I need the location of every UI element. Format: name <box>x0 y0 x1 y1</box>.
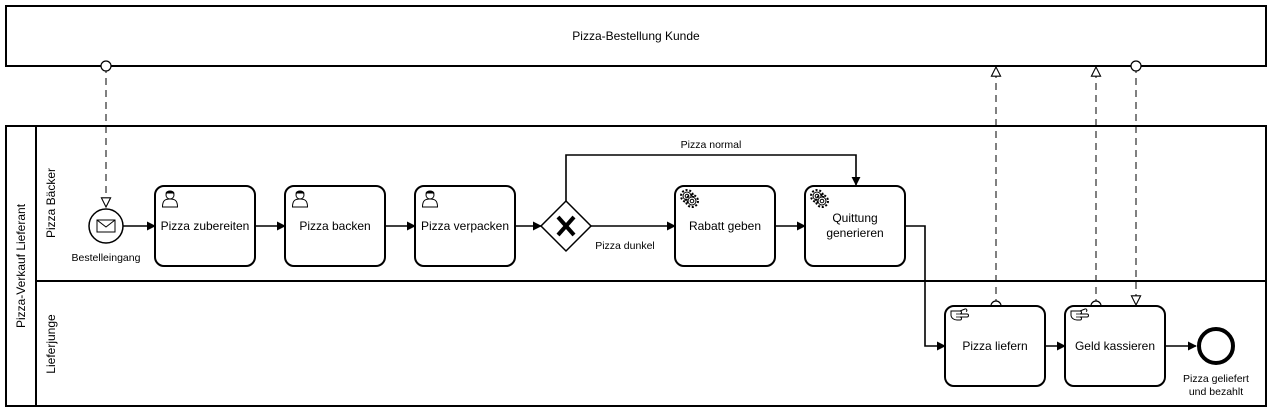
task-pack-label: Pizza verpacken <box>421 219 509 233</box>
task-collect[interactable]: Geld kassieren <box>1064 305 1166 387</box>
message-payment-source <box>1130 60 1142 72</box>
task-receipt[interactable]: Quittung generieren <box>804 185 906 267</box>
task-discount[interactable]: Rabatt geben <box>674 185 776 267</box>
sequence-flows <box>123 154 1197 351</box>
end-event-label-line2: und bezahlt <box>1189 386 1243 398</box>
customer-pool <box>5 5 1267 67</box>
task-bake-label: Pizza backen <box>299 219 370 233</box>
task-receipt-label-line2: generieren <box>826 226 883 240</box>
task-collect-label: Geld kassieren <box>1075 339 1155 353</box>
task-receipt-label-line1: Quittung <box>832 211 877 225</box>
lane-delivery-label: Lieferjunge <box>44 314 58 374</box>
flow-receipt-to-deliver <box>905 225 946 351</box>
task-bake[interactable]: Pizza backen <box>284 185 386 267</box>
gateway-label-dark: Pizza dunkel <box>595 240 655 252</box>
gateway-label-normal: Pizza normal <box>681 139 742 151</box>
task-pack[interactable]: Pizza verpacken <box>414 185 516 267</box>
end-event[interactable] <box>1197 327 1235 365</box>
task-prepare-label: Pizza zubereiten <box>161 219 250 233</box>
start-event-label: Bestelleingang <box>72 252 141 264</box>
flow-gateway-to-receipt <box>565 154 861 201</box>
task-deliver[interactable]: Pizza liefern <box>944 305 1046 387</box>
envelope-icon <box>96 219 116 233</box>
message-order-source <box>100 60 112 72</box>
task-prepare[interactable]: Pizza zubereiten <box>154 185 256 267</box>
task-deliver-label: Pizza liefern <box>962 339 1027 353</box>
end-event-label-line1: Pizza geliefert <box>1183 373 1249 385</box>
exclusive-gateway-x-icon <box>556 215 576 237</box>
supplier-pool-label: Pizza-Verkauf Lieferant <box>14 203 28 328</box>
start-event[interactable] <box>88 208 124 244</box>
exclusive-gateway[interactable] <box>539 199 593 253</box>
lane-baker-label: Pizza Bäcker <box>44 168 58 238</box>
customer-pool-label: Pizza-Bestellung Kunde <box>572 29 700 43</box>
task-discount-label: Rabatt geben <box>689 219 761 233</box>
